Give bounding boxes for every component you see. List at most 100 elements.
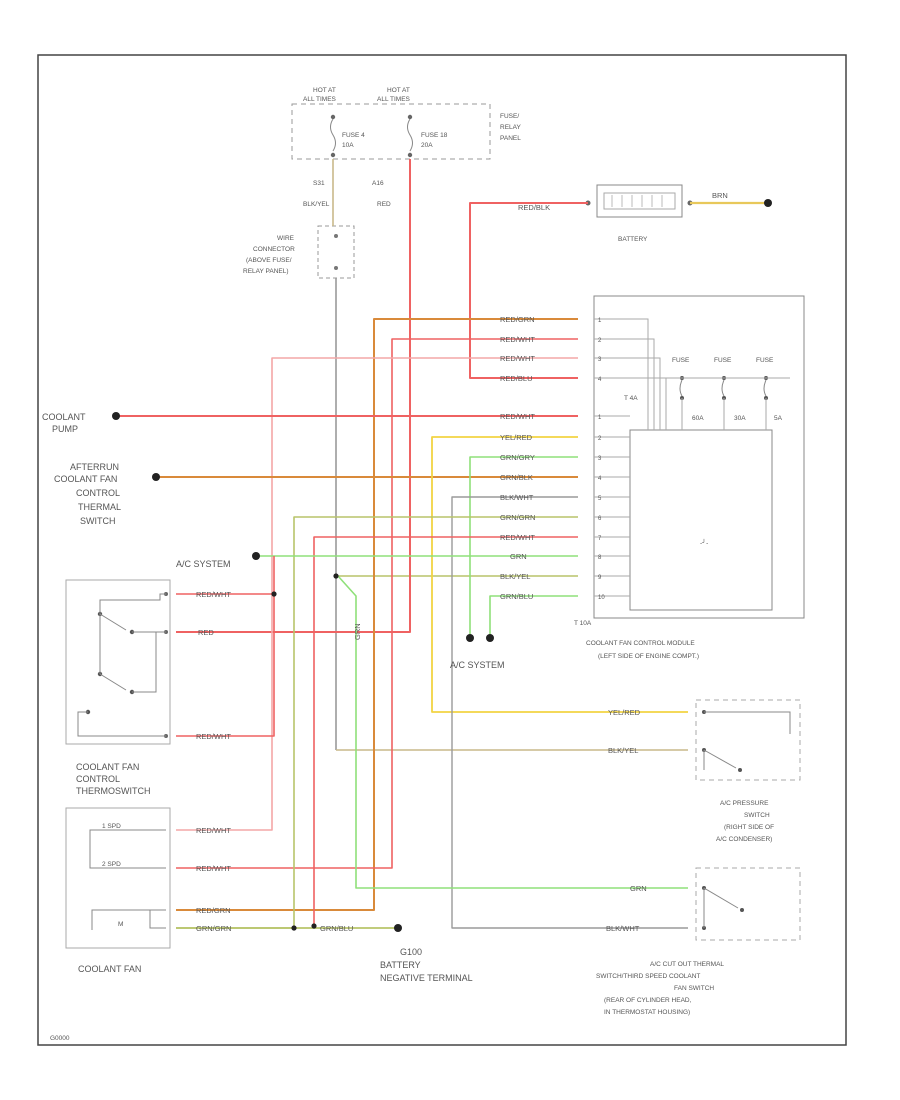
svg-text:(ABOVE FUSE/: (ABOVE FUSE/ xyxy=(246,257,292,264)
svg-text:30A: 30A xyxy=(734,415,746,422)
svg-text:YEL/RED: YEL/RED xyxy=(608,708,641,717)
svg-text:FUSE: FUSE xyxy=(672,357,690,364)
svg-text:6: 6 xyxy=(598,516,602,522)
battery: BATTERY xyxy=(585,184,693,243)
svg-text:RED/WHT: RED/WHT xyxy=(500,335,535,344)
svg-text:RED/WHT: RED/WHT xyxy=(500,412,535,421)
svg-text:RED: RED xyxy=(377,201,391,208)
svg-text:A/C CUT OUT THERMAL: A/C CUT OUT THERMAL xyxy=(650,961,724,968)
svg-text:BLK/YEL: BLK/YEL xyxy=(500,572,530,581)
svg-text:RED/BLU: RED/BLU xyxy=(500,374,533,383)
svg-text:FUSE/: FUSE/ xyxy=(500,113,519,120)
svg-text:RED/WHT: RED/WHT xyxy=(196,864,231,873)
svg-text:A/C SYSTEM: A/C SYSTEM xyxy=(450,660,505,670)
svg-text:RED/BLK: RED/BLK xyxy=(518,203,550,212)
wire-connector: WIRE CONNECTOR (ABOVE FUSE/ RELAY PANEL) xyxy=(243,225,355,279)
svg-text:GRN/GRN: GRN/GRN xyxy=(196,924,231,933)
svg-text:T 10A: T 10A xyxy=(574,620,592,627)
svg-text:GRN/BLU: GRN/BLU xyxy=(320,924,353,933)
svg-text:T 4A: T 4A xyxy=(624,395,638,402)
svg-text:G100: G100 xyxy=(400,947,422,957)
svg-text:HOT AT: HOT AT xyxy=(387,87,410,94)
svg-text:ALL TIMES: ALL TIMES xyxy=(303,96,337,103)
svg-text:RELAY: RELAY xyxy=(500,124,521,131)
svg-text:AFTERRUN: AFTERRUN xyxy=(70,462,119,472)
svg-text:3: 3 xyxy=(598,456,602,462)
svg-text:-╯-: -╯- xyxy=(700,538,708,547)
svg-text:A/C PRESSURE: A/C PRESSURE xyxy=(720,800,769,807)
svg-text:A/C CONDENSER): A/C CONDENSER) xyxy=(716,836,772,843)
ac-system-mid-terminal-a xyxy=(466,634,474,642)
svg-text:COOLANT FAN: COOLANT FAN xyxy=(78,964,141,974)
svg-text:FUSE 18: FUSE 18 xyxy=(421,132,448,139)
svg-text:PANEL: PANEL xyxy=(500,135,521,142)
svg-text:3: 3 xyxy=(598,357,602,363)
svg-text:4: 4 xyxy=(598,377,602,383)
svg-text:HOT AT: HOT AT xyxy=(313,87,336,94)
svg-text:GRN/BLK: GRN/BLK xyxy=(500,473,533,482)
ac-system-mid-terminal-b xyxy=(486,634,494,642)
svg-text:8: 8 xyxy=(598,555,602,561)
svg-text:COOLANT FAN: COOLANT FAN xyxy=(76,762,139,772)
corner-code: G0000 xyxy=(50,1035,70,1042)
svg-text:1: 1 xyxy=(598,318,602,324)
svg-text:SWITCH/THIRD SPEED COOLANT: SWITCH/THIRD SPEED COOLANT xyxy=(596,973,700,980)
svg-text:COOLANT FAN CONTROL MODULE: COOLANT FAN CONTROL MODULE xyxy=(586,640,695,647)
module-pins: 1 2 3 4 1 2 3 4 5 6 7 8 9 10 xyxy=(594,318,667,601)
svg-text:GRN: GRN xyxy=(510,552,527,561)
svg-text:A/C SYSTEM: A/C SYSTEM xyxy=(176,559,231,569)
svg-text:1 SPD: 1 SPD xyxy=(102,823,121,830)
wire-labels: RED/BLK RED/GRN RED/WHT RED/WHT RED/BLU … xyxy=(196,203,647,933)
svg-text:2 SPD: 2 SPD xyxy=(102,861,121,868)
svg-text:THERMAL: THERMAL xyxy=(78,502,121,512)
svg-text:BATTERY: BATTERY xyxy=(380,960,421,970)
svg-text:60A: 60A xyxy=(692,415,704,422)
svg-text:RED/GRN: RED/GRN xyxy=(196,906,231,915)
svg-text:BATTERY: BATTERY xyxy=(618,236,648,243)
svg-text:FUSE: FUSE xyxy=(714,357,732,364)
svg-text:CONTROL: CONTROL xyxy=(76,774,120,784)
svg-text:BLK/WHT: BLK/WHT xyxy=(500,493,534,502)
svg-text:SWITCH: SWITCH xyxy=(744,812,770,819)
svg-text:(REAR OF CYLINDER HEAD,: (REAR OF CYLINDER HEAD, xyxy=(604,997,692,1004)
svg-text:BLK/WHT: BLK/WHT xyxy=(606,924,640,933)
svg-text:COOLANT: COOLANT xyxy=(42,412,86,422)
svg-text:RED/WHT: RED/WHT xyxy=(500,354,535,363)
svg-text:CONNECTOR: CONNECTOR xyxy=(253,246,295,253)
splices xyxy=(271,573,339,931)
svg-text:GRN: GRN xyxy=(630,884,647,893)
svg-text:YEL/RED: YEL/RED xyxy=(500,433,533,442)
svg-text:5: 5 xyxy=(598,496,602,502)
wires xyxy=(118,159,688,929)
svg-text:FUSE 4: FUSE 4 xyxy=(342,132,365,139)
svg-text:NEGATIVE TERMINAL: NEGATIVE TERMINAL xyxy=(380,973,473,983)
svg-text:GRN/BLU: GRN/BLU xyxy=(500,592,533,601)
ground-terminal xyxy=(394,924,402,932)
svg-text:GRN/GRN: GRN/GRN xyxy=(500,513,535,522)
svg-text:IN THERMOSTAT HOUSING): IN THERMOSTAT HOUSING) xyxy=(604,1009,690,1016)
svg-text:FUSE: FUSE xyxy=(756,357,774,364)
svg-text:RELAY PANEL): RELAY PANEL) xyxy=(243,268,289,275)
svg-text:7: 7 xyxy=(598,536,602,542)
coolant-pump-terminal xyxy=(112,412,120,420)
svg-text:THERMOSWITCH: THERMOSWITCH xyxy=(76,786,151,796)
svg-text:COOLANT FAN: COOLANT FAN xyxy=(54,474,117,484)
svg-text:RED/GRN: RED/GRN xyxy=(500,315,535,324)
svg-text:WIRE: WIRE xyxy=(277,235,295,242)
svg-text:1: 1 xyxy=(598,415,602,421)
svg-text:RED/WHT: RED/WHT xyxy=(196,826,231,835)
svg-text:9: 9 xyxy=(598,575,602,581)
svg-text:A16: A16 xyxy=(372,180,384,187)
svg-text:RED/WHT: RED/WHT xyxy=(196,590,231,599)
coolant-fan: 1 SPD 2 SPD M COOLANT FAN xyxy=(65,807,171,974)
svg-text:5A: 5A xyxy=(774,415,783,422)
svg-text:S31: S31 xyxy=(313,180,325,187)
svg-text:2: 2 xyxy=(598,436,602,442)
svg-text:GRN: GRN xyxy=(353,623,362,640)
afterrun-terminal xyxy=(152,473,160,481)
svg-text:10: 10 xyxy=(598,595,605,601)
coolant-fan-control-thermoswitch: COOLANT FAN CONTROL THERMOSWITCH xyxy=(65,579,171,796)
svg-text:(RIGHT SIDE OF: (RIGHT SIDE OF xyxy=(724,824,774,831)
diagram-frame xyxy=(37,54,847,1046)
